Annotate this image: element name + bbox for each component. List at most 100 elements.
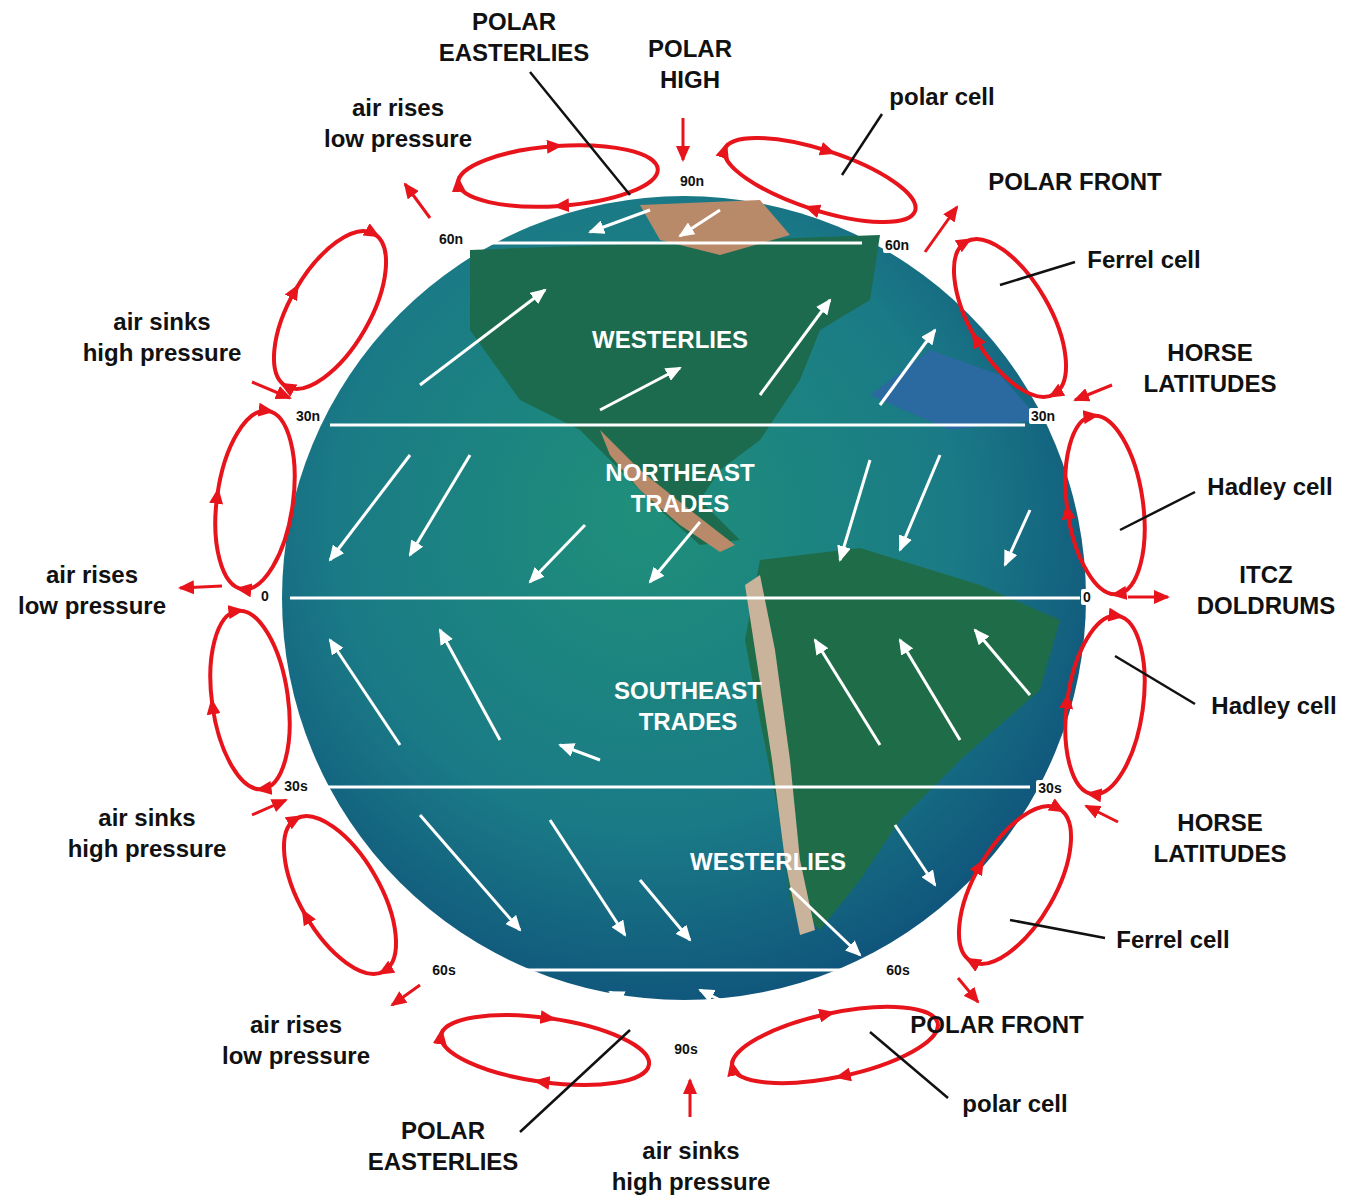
latitude-label: 30s <box>1036 780 1063 796</box>
wind-arrow <box>815 640 880 745</box>
latitude-line <box>330 424 1025 427</box>
circulation-label: air sinks high pressure <box>68 802 227 864</box>
wind-arrow <box>895 825 935 885</box>
circulation-label: polar cell <box>889 81 994 112</box>
circulation-label: POLAR EASTERLIES <box>368 1115 519 1177</box>
north-america <box>470 235 880 545</box>
wind-arrow <box>650 522 700 582</box>
circulation-cell <box>251 214 408 406</box>
leader-line <box>1000 262 1075 285</box>
leader-lines <box>520 72 1195 1132</box>
wind-arrow <box>790 888 860 955</box>
leader-line <box>870 1032 948 1098</box>
circulation-cell <box>261 799 418 991</box>
circulation-label: Hadley cell <box>1207 471 1332 502</box>
wind-arrow <box>880 330 935 405</box>
circulation-cell <box>437 1004 654 1097</box>
wind-label: WESTERLIES <box>592 324 748 355</box>
leader-line <box>842 114 882 175</box>
wind-arrow <box>330 640 400 745</box>
pressure-arrows <box>180 118 1168 1117</box>
circulation-label: Ferrel cell <box>1087 244 1200 275</box>
wind-arrow <box>590 210 650 232</box>
pressure-arrow <box>925 207 957 252</box>
pressure-arrow <box>689 1080 692 1117</box>
leader-line <box>1115 656 1195 704</box>
wind-arrow <box>840 460 870 560</box>
circulation-label: air rises low pressure <box>324 92 472 154</box>
wind-label: WESTERLIES <box>690 846 846 877</box>
latitude-label: 0 <box>259 588 271 604</box>
wind-arrow <box>420 290 545 385</box>
wind-arrow <box>760 300 830 395</box>
wind-arrow <box>680 210 720 236</box>
latitude-label: 0 <box>1081 589 1093 605</box>
wind-arrow <box>330 455 410 560</box>
wind-label: SOUTHEAST TRADES <box>614 675 762 737</box>
greenland <box>640 200 790 255</box>
circulation-label: POLAR HIGH <box>648 33 732 95</box>
circulation-label: air rises low pressure <box>222 1009 370 1071</box>
pressure-arrow <box>252 800 286 815</box>
circulation-label: air sinks high pressure <box>83 306 242 368</box>
wind-arrow <box>530 525 585 582</box>
circulation-label: HORSE LATITUDES <box>1154 807 1287 869</box>
circulation-label: ITCZ DOLDRUMS <box>1197 559 1336 621</box>
pressure-arrow <box>392 985 420 1005</box>
circulation-cell <box>931 222 1088 414</box>
circulation-cell <box>205 406 305 595</box>
circulation-cell <box>1055 411 1155 600</box>
latitude-label: 30n <box>1029 408 1057 424</box>
wind-arrow <box>600 368 680 410</box>
wind-arrow <box>900 455 940 550</box>
circulation-cell <box>200 606 300 795</box>
latitude-lines <box>290 243 1080 970</box>
circulation-label: POLAR FRONT <box>910 1009 1083 1040</box>
leader-line <box>1010 920 1105 938</box>
circulation-label: air rises low pressure <box>18 559 166 621</box>
latitude-label: 60n <box>437 231 465 247</box>
latitude-label: 60s <box>430 962 457 978</box>
leader-line <box>530 72 630 195</box>
pressure-arrow <box>958 978 978 1002</box>
circulation-label: air sinks high pressure <box>612 1135 771 1197</box>
latitude-label: 60s <box>884 962 911 978</box>
wind-arrow <box>610 992 660 1015</box>
andes <box>745 575 815 935</box>
latitude-label: 90n <box>678 173 706 189</box>
pressure-arrow <box>1075 385 1112 400</box>
wind-arrow <box>440 630 500 740</box>
wind-arrows <box>330 210 1030 1015</box>
circulation-cell <box>456 139 660 213</box>
latitude-label: 60n <box>883 237 911 253</box>
circulation-label: Hadley cell <box>1211 690 1336 721</box>
pressure-arrow <box>180 586 222 588</box>
pressure-arrow <box>252 382 290 398</box>
pressure-arrow <box>682 118 685 160</box>
circulation-label: POLAR EASTERLIES <box>439 6 590 68</box>
circulation-label: Ferrel cell <box>1116 924 1229 955</box>
latitude-line <box>475 969 865 972</box>
wind-arrow <box>900 640 960 740</box>
wind-label: NORTHEAST TRADES <box>605 457 754 519</box>
wind-arrow <box>420 815 520 930</box>
wind-arrow <box>640 880 690 940</box>
leader-line <box>1120 492 1195 530</box>
leader-line <box>520 1030 630 1132</box>
circulation-cells <box>200 121 1155 1099</box>
circulation-label: HORSE LATITUDES <box>1144 337 1277 399</box>
latitude-label: 30s <box>282 778 309 794</box>
wind-arrow <box>550 820 625 935</box>
wind-arrow <box>700 990 750 1015</box>
wind-arrow <box>1005 510 1030 565</box>
circulation-cell <box>1055 611 1155 800</box>
wind-arrow <box>410 455 470 555</box>
circulation-cell <box>716 121 925 240</box>
latitude-line <box>290 597 1080 600</box>
latitude-label: 90s <box>672 1041 699 1057</box>
latitude-line <box>483 242 862 245</box>
latitude-label: 30n <box>294 408 322 424</box>
circulation-cell <box>726 992 945 1098</box>
circulation-cell <box>936 789 1093 981</box>
